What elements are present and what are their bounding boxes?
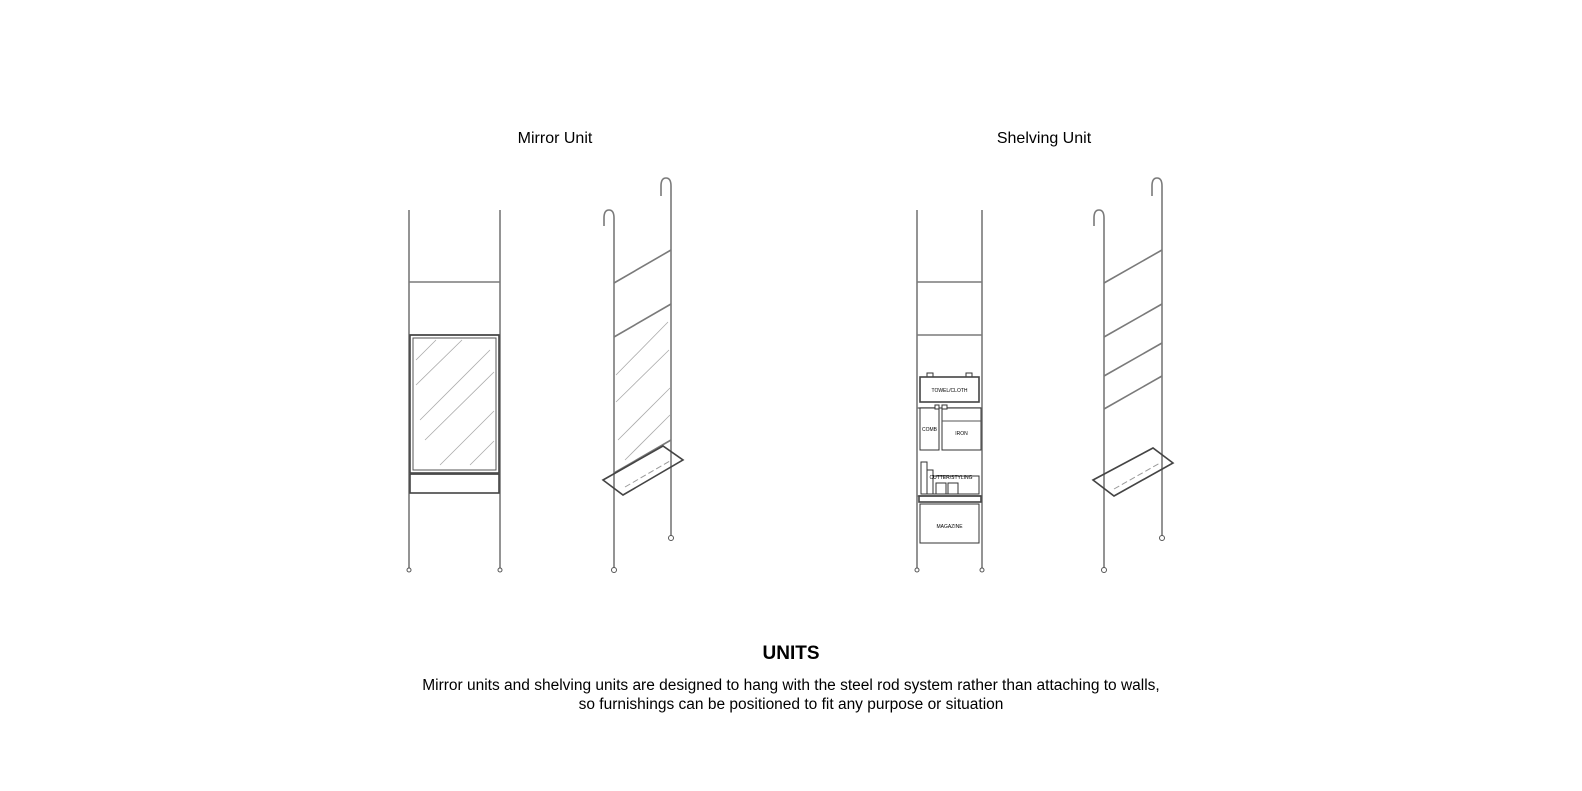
mirror-unit-title: Mirror Unit — [517, 130, 593, 147]
shelving-unit-side-view — [1091, 177, 1175, 573]
mirror-unit-front-view — [406, 210, 503, 573]
comb-bin — [919, 407, 940, 451]
section-description: Mirror units and shelving units are desi… — [0, 676, 1582, 714]
section-heading: UNITS — [762, 643, 820, 664]
iron-label: IRON — [955, 431, 968, 437]
towel-cloth-bin — [919, 376, 980, 403]
towel-cloth-label: TOWEL/CLOTH — [931, 388, 967, 394]
shelving-unit-front-view: TOWEL/CLOTH COMB IRON CUTTER/STYLING MAG… — [914, 210, 985, 573]
magazine-label: MAGAZINE — [936, 524, 963, 530]
shelving-unit-title: Shelving Unit — [996, 130, 1092, 147]
description-line-1: Mirror units and shelving units are desi… — [422, 677, 1160, 694]
magazine-bin — [919, 503, 980, 544]
description-line-2: so furnishings can be positioned to fit … — [578, 696, 1004, 713]
iron-bin — [941, 407, 982, 451]
cutter-styling-label: CUTTER/STYLING — [929, 475, 972, 481]
mirror-unit-side-view — [601, 177, 685, 573]
comb-label: COMB — [922, 427, 938, 433]
